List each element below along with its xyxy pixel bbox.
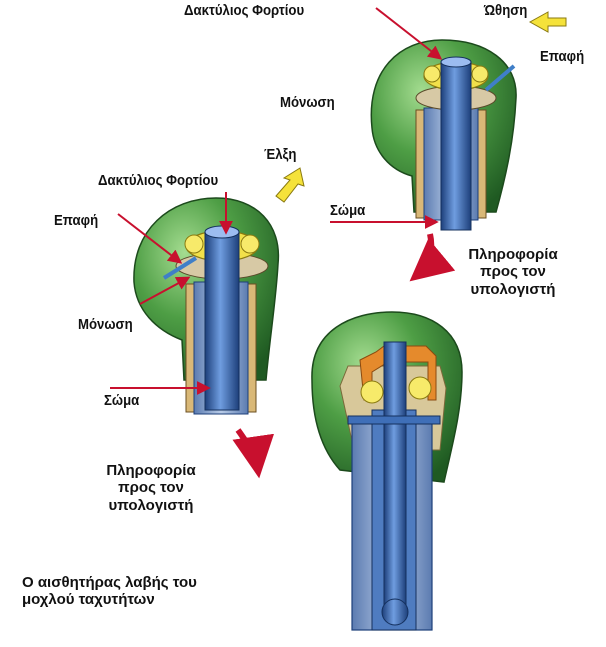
left-insulation-label: Μόνωση [78, 316, 133, 333]
left-info-line3: υπολογιστή [108, 496, 194, 514]
bottom-sensor-ball [408, 376, 432, 400]
caption-line1: Ο αισθητήρας λαβής του [22, 574, 197, 591]
top-contact-pointer [484, 64, 516, 92]
caption-line2: μοχλού ταχυτήτων [22, 591, 155, 609]
top-info-line1: Πληροφορία [468, 246, 558, 263]
left-sensor-shaft [204, 231, 240, 411]
left-contact-pointer [162, 256, 198, 280]
top-sensor-shaft [440, 61, 472, 231]
bottom-sensor-ball [360, 380, 384, 404]
left-info-label: Πληροφορία προς τον υπολογιστή [96, 462, 206, 514]
left-contact-label: Επαφή [54, 212, 99, 229]
left-body-label: Σώμα [104, 392, 140, 409]
top-contact-label: Επαφή [540, 48, 585, 65]
left-load-ring-label: Δακτύλιος Φορτίου [98, 172, 219, 189]
bottom-sensor-shaft [383, 341, 407, 613]
top-info-label: Πληροφορία προς τον υπολογιστή [448, 246, 578, 298]
top-sensor-ball [471, 65, 489, 83]
left-info-curved-arrow [232, 428, 275, 479]
top-sensor [370, 39, 517, 231]
left-sensor-ball [240, 234, 260, 254]
left-insulation-pointer-arrow [139, 276, 191, 305]
push-arrow-icon [528, 11, 567, 33]
left-info-line2: προς τον [118, 479, 184, 497]
top-load-ring-label: Δακτύλιος Φορτίου [184, 2, 305, 19]
top-info-line3: υπολογιστή [470, 280, 556, 298]
top-info-curved-arrow [409, 233, 456, 282]
left-contact-pointer-arrow [117, 213, 183, 264]
top-sensor-shaft-top [440, 56, 472, 68]
top-body-label: Σώμα [330, 202, 366, 219]
top-sensor-ball [423, 65, 441, 83]
top-load-ring-pointer-arrow [375, 7, 443, 60]
bottom-sensor-shaft-end [381, 598, 409, 626]
left-sensor-ball [184, 234, 204, 254]
bottom-sensor-blue-plate [347, 415, 441, 425]
left-sensor-shaft-top [204, 225, 240, 239]
top-info-line2: προς τον [480, 263, 546, 281]
bottom-sensor [311, 311, 463, 631]
pull-arrow-icon [275, 167, 305, 203]
left-info-line1: Πληροφορία [106, 462, 196, 479]
left-sensor [133, 197, 280, 415]
top-insulation-label: Μόνωση [280, 94, 335, 111]
caption: Ο αισθητήρας λαβής του μοχλού ταχυτήτων [22, 574, 252, 609]
pull-label: Έλξη [264, 146, 297, 163]
push-label: Ώθηση [484, 2, 528, 19]
